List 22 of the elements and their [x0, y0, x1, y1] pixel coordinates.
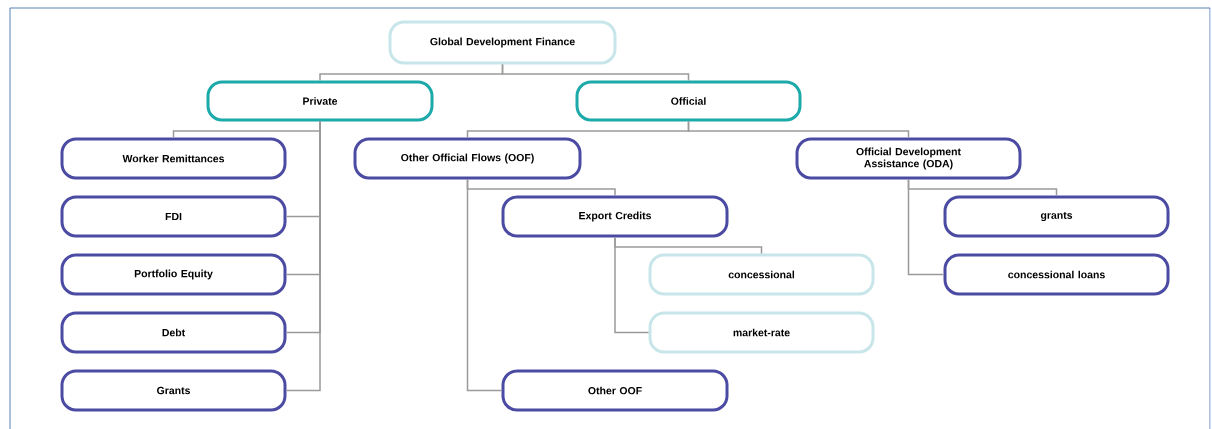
rounded-box: concessional loans: [943, 253, 1170, 296]
rounded-box: grants: [943, 195, 1170, 238]
category-box: Official: [575, 80, 802, 122]
rounded-box: concessional: [648, 253, 875, 296]
connector-line: [614, 236, 650, 334]
rounded-box: Worker Remittances: [60, 137, 287, 180]
rounded-box: Other Official Flows (OOF): [353, 137, 582, 180]
connector-line: [501, 63, 690, 82]
rounded-box: Debt: [60, 311, 287, 354]
connector-line: [687, 120, 910, 139]
rounded-box: Official Development Assistance (ODA): [795, 137, 1022, 180]
rounded-box: FDI: [60, 195, 287, 238]
rounded-box: Other OOF: [501, 369, 729, 412]
rounded-box: Grants: [60, 369, 287, 412]
rounded-box: market-rate: [648, 311, 875, 354]
rounded-box: Portfolio Equity: [60, 253, 287, 296]
connector-line: [907, 178, 945, 276]
connector-line: [466, 178, 503, 392]
category-box: Private: [206, 80, 434, 122]
rounded-box: Global Development Finance: [388, 20, 617, 65]
connector-line: [285, 120, 321, 392]
rounded-box: Export Credits: [501, 195, 729, 238]
